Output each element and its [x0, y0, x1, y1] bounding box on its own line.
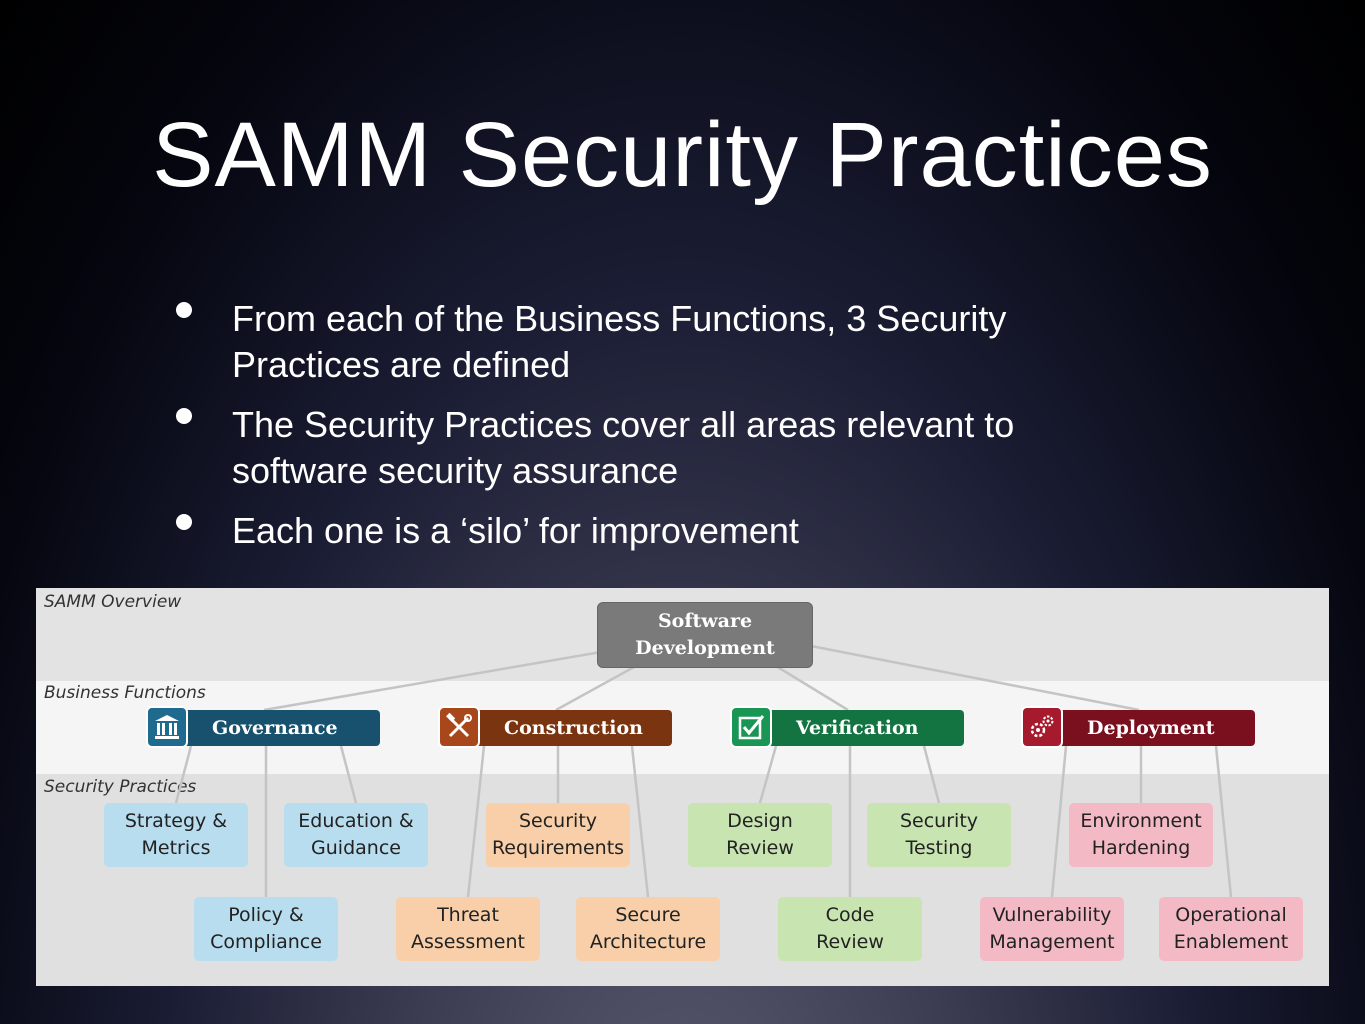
practice-line1: Policy &: [228, 904, 304, 926]
practice-line2: Hardening: [1091, 837, 1191, 859]
practice-line2: Compliance: [210, 931, 322, 953]
samm-overview-diagram: SAMM Overview Business Functions Securit…: [36, 588, 1329, 986]
practice-threat-assessment: Threat Assessment: [396, 897, 540, 961]
function-deployment: Deployment: [1021, 706, 1255, 748]
building-icon: [146, 706, 188, 748]
practice-line1: Security: [899, 810, 979, 832]
practice-code-review: Code Review: [778, 897, 922, 961]
bullet-dot-icon: [176, 514, 192, 530]
practice-line2: Architecture: [589, 931, 707, 953]
practice-vulnerability-management: Vulnerability Management: [980, 897, 1124, 961]
practice-environment-hardening: Environment Hardening: [1069, 803, 1213, 867]
function-name: Governance: [212, 717, 338, 739]
practice-line2: Management: [989, 931, 1115, 953]
security-practices-label: Security Practices: [44, 777, 197, 797]
overview-label: SAMM Overview: [44, 592, 182, 612]
function-name: Verification: [796, 717, 919, 739]
practice-line1: Strategy &: [124, 810, 228, 832]
practice-line2: Review: [726, 837, 794, 859]
practice-strategy-metrics: Strategy & Metrics: [104, 803, 248, 867]
practice-line2: Guidance: [311, 837, 401, 859]
practice-line1: Environment: [1080, 810, 1202, 832]
connector-lines: [174, 644, 1233, 898]
bullet-dot-icon: [176, 408, 192, 424]
practice-security-testing: Security Testing: [867, 803, 1011, 867]
bullet-text: The Security Practices cover all areas r…: [232, 404, 1015, 491]
function-name: Deployment: [1087, 717, 1215, 739]
tools-icon: [438, 706, 480, 748]
gears-icon: [1021, 706, 1063, 748]
practice-line2: Metrics: [141, 837, 211, 859]
bullet-dot-icon: [176, 302, 192, 318]
practice-design-review: Design Review: [688, 803, 832, 867]
practice-education-guidance: Education & Guidance: [284, 803, 428, 867]
practice-line1: Vulnerability: [992, 904, 1112, 926]
bullet-text: Each one is a ‘silo’ for improvement: [232, 510, 799, 551]
practice-line2: Assessment: [411, 931, 525, 953]
slide-title: SAMM Security Practices: [152, 104, 1213, 206]
business-functions-label: Business Functions: [44, 683, 206, 703]
bullet-text: From each of the Business Functions, 3 S…: [232, 298, 1007, 385]
practice-line2: Enablement: [1173, 931, 1289, 953]
practice-line1: Security: [518, 810, 598, 832]
function-construction: Construction: [438, 706, 672, 748]
practice-line1: Threat: [437, 904, 499, 926]
practice-secure-architecture: Secure Architecture: [576, 897, 720, 961]
practice-operational-enablement: Operational Enablement: [1159, 897, 1303, 961]
practice-security-requirements: Security Requirements: [486, 803, 630, 867]
practice-line1: Education &: [298, 810, 414, 832]
practice-line2: Review: [816, 931, 884, 953]
practice-line2: Requirements: [491, 837, 625, 859]
practice-line2: Testing: [905, 837, 973, 859]
practice-line1: Design: [727, 810, 793, 832]
bullet-item: From each of the Business Functions, 3 S…: [170, 296, 1110, 388]
bullet-item: Each one is a ‘silo’ for improvement: [170, 508, 1110, 554]
function-verification: Verification: [730, 706, 964, 748]
checkbox-icon: [730, 706, 772, 748]
root-line1: Software: [657, 610, 753, 632]
function-governance: Governance: [146, 706, 380, 748]
bullet-list: From each of the Business Functions, 3 S…: [170, 296, 1110, 568]
practice-line1: Operational: [1175, 904, 1287, 926]
root-line2: Development: [635, 637, 775, 659]
practice-policy-compliance: Policy & Compliance: [194, 897, 338, 961]
practice-line1: Secure: [615, 904, 681, 926]
bullet-item: The Security Practices cover all areas r…: [170, 402, 1110, 494]
practice-line1: Code: [825, 904, 875, 926]
software-development-node: Software Development: [597, 602, 813, 668]
function-name: Construction: [504, 717, 643, 739]
